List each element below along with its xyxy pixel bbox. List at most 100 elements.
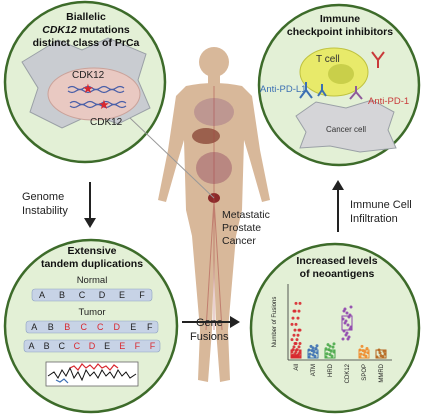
box-plot (341, 315, 353, 331)
metastatic-label-1: Metastatic (222, 209, 270, 221)
flow-arrows: Genome Instability Immune Cell Infiltrat… (22, 180, 412, 343)
genome-instability-2: Instability (22, 205, 68, 217)
data-point (332, 342, 336, 346)
data-point (349, 305, 353, 309)
dna-strand-4 (69, 103, 127, 109)
anti-pd1-label: Anti-PD-1 (368, 96, 409, 107)
x-tick-label: CDK12 (345, 363, 351, 383)
data-point (295, 338, 299, 342)
neck (208, 74, 220, 84)
data-point (298, 342, 302, 346)
data-point (341, 337, 345, 341)
data-point (378, 351, 382, 355)
vessels (205, 86, 223, 331)
panel-title-line2: CDK12 mutations (42, 24, 130, 36)
panel-circle (249, 242, 421, 414)
data-point (294, 342, 298, 346)
tumor-label: Tumor (78, 307, 105, 318)
segment-letter: F (147, 322, 153, 332)
box-plot (290, 349, 302, 359)
data-point (381, 355, 385, 359)
box-plot (375, 349, 387, 359)
metastatic-label-3: Cancer (222, 235, 256, 247)
cdk12-label-b: CDK12 (90, 117, 123, 128)
panel-title-line3: distinct class of PrCa (33, 37, 140, 49)
segment-letter: E (104, 341, 110, 351)
data-point (312, 350, 316, 354)
data-point (365, 347, 369, 351)
liver (192, 128, 220, 144)
copy-number-trace-red (69, 363, 119, 371)
data-point (293, 328, 297, 332)
segment-letter: A (31, 322, 37, 332)
head (199, 47, 229, 77)
data-point (359, 352, 363, 356)
t-cell-label: T cell (316, 54, 340, 65)
panel-title-line2: checkpoint inhibitors (287, 26, 393, 38)
data-point (290, 322, 294, 326)
y-axis-label: Number of Fusions (272, 297, 278, 348)
arrow-down-head (84, 218, 96, 228)
data-point (382, 349, 386, 353)
segment-letter: B (59, 290, 65, 300)
data-point (331, 345, 335, 349)
chromosome-bar (31, 288, 153, 302)
gene-fusions-2: Fusions (190, 331, 229, 343)
pointer-line (129, 117, 215, 199)
data-point (314, 347, 318, 351)
data-point (325, 352, 329, 356)
metastatic-label-2: Prostate (222, 222, 261, 234)
copy-number-trace-black (47, 366, 137, 382)
cdk12-label-a: CDK12 (72, 70, 105, 81)
anti-pdl1-label: Anti-PD-L1 (260, 84, 306, 95)
data-point (295, 354, 299, 358)
data-point (346, 337, 350, 341)
data-point (364, 354, 368, 358)
antibody-pdl1-icon-2 (317, 84, 327, 97)
x-tick-label: All (294, 364, 300, 371)
panel-immune-checkpoint: T cell Cancer cell Anti-PD-L1 Anti-PD-1 … (257, 3, 421, 167)
antibody-pd1-icon-2 (349, 86, 363, 100)
segment-letter: F (135, 341, 141, 351)
segment-letter: E (119, 290, 125, 300)
data-point (363, 350, 367, 354)
panel-neoantigens: Increased levels of neoantigens Number o… (249, 242, 421, 414)
data-point (326, 343, 330, 347)
data-point (344, 333, 348, 337)
genome-instability-1: Genome (22, 191, 64, 203)
copy-number-trace-blue (55, 378, 69, 384)
panel-title-line1: Extensive (67, 245, 116, 257)
data-point (330, 354, 334, 358)
data-point (328, 344, 332, 348)
panel-title-line2: of neoantigens (300, 268, 375, 280)
x-tick-label: ATM (311, 364, 317, 376)
dna-strand-2 (67, 88, 125, 94)
segment-letter: D (89, 341, 96, 351)
data-point (293, 352, 297, 356)
chromosome-bar (23, 339, 161, 353)
data-point (360, 344, 364, 348)
segment-letter: C (74, 341, 81, 351)
data-point (294, 322, 298, 326)
data-point (343, 321, 347, 325)
box-plot (324, 349, 336, 359)
x-tick-label: HRD (328, 363, 334, 377)
data-point (311, 346, 315, 350)
segment-letter: C (59, 341, 66, 351)
segment-letter: A (39, 290, 45, 300)
antibody-pd1-icon (371, 51, 385, 68)
x-tick-label: MMRD (379, 363, 385, 382)
data-point (294, 301, 298, 305)
panel-title-line1: Immune (320, 13, 360, 25)
segment-letter: F (139, 290, 145, 300)
cancer-cell (295, 99, 397, 153)
data-point (297, 309, 301, 313)
segment-letter: D (99, 290, 106, 300)
data-point (345, 311, 349, 315)
segment-letter: E (130, 322, 136, 332)
box-plot (307, 349, 319, 359)
